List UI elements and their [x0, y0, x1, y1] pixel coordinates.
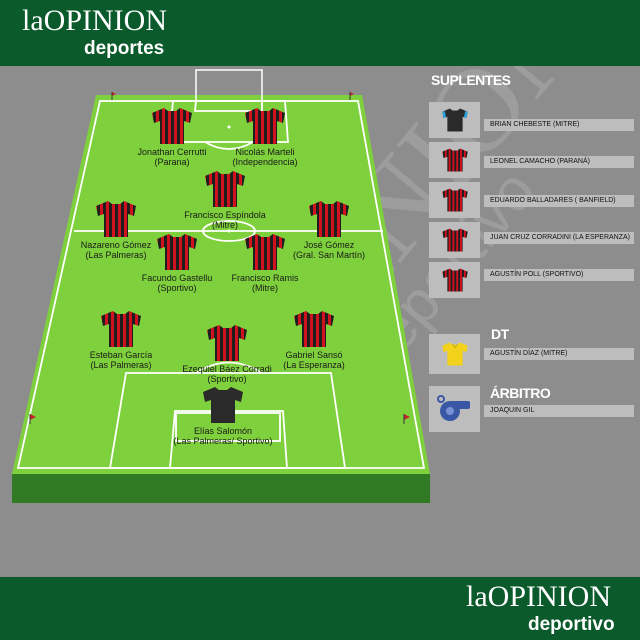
- yellow-shirt-icon: [442, 342, 468, 366]
- player-card: Francisco Ramis (Mitre): [200, 233, 330, 293]
- player-club: (Las Palmeras/ Sportivo): [173, 436, 273, 446]
- player-club: (Las Palmeras): [85, 250, 147, 260]
- striped-shirt-icon: [442, 268, 468, 292]
- footer-bar: [0, 577, 640, 640]
- striped-shirt-icon: [245, 234, 285, 270]
- dt-label: AGUSTÍN DÍAZ (MITRE): [484, 348, 634, 360]
- player-name: Esteban García: [89, 350, 153, 360]
- footer-section: deportivo: [528, 614, 615, 635]
- striped-shirt-icon: [245, 108, 285, 144]
- player-card: Ezequiel Báez Corradi (Sportivo): [162, 324, 292, 384]
- striped-shirt-icon: [96, 201, 136, 237]
- footer-brand-la: la: [466, 580, 488, 613]
- player-club: (La Esperanza): [283, 360, 345, 370]
- suplentes-title: SUPLENTES: [431, 72, 511, 88]
- player-name: Ezequiel Báez Corradi: [182, 364, 272, 374]
- footer-logo: laOPINION deportivo: [466, 580, 615, 636]
- player-name: Elías Salomón: [193, 426, 253, 436]
- player-card: Esteban García (Las Palmeras): [56, 310, 186, 370]
- dt-title: DT: [491, 326, 509, 342]
- player-name: Nazareno Gómez: [80, 240, 152, 250]
- striped-shirt-icon: [442, 148, 468, 172]
- player-card: José Gómez (Gral. San Martín): [264, 200, 394, 260]
- striped-shirt-icon: [309, 201, 349, 237]
- player-name: Jonathan Cerrutti: [137, 147, 207, 157]
- player-club: (Mitre): [252, 283, 278, 293]
- player-name: Nicolás Marteli: [235, 147, 295, 157]
- player-card: Francisco Espíndola (Mitre): [160, 170, 290, 230]
- suplente-shirt-box: [429, 222, 480, 258]
- arbitro-label: JOAQUIN GIL: [484, 405, 634, 417]
- dt-shirt-box: [429, 334, 480, 374]
- arbitro-icon-box: [429, 386, 480, 432]
- header-brand-la: la: [22, 4, 44, 37]
- suplente-shirt-box: [429, 182, 480, 218]
- suplente-label: LEONEL CAMACHO (PARANÁ): [484, 156, 634, 168]
- striped-shirt-icon: [442, 188, 468, 212]
- striped-shirt-icon: [294, 311, 334, 347]
- footer-brand-opinion: OPINION: [487, 580, 611, 613]
- suplente-shirt-box: [429, 102, 480, 138]
- player-name: Gabriel Sansó: [285, 350, 343, 360]
- suplente-label: EDUARDO BALLADARES ( BANFIELD): [484, 195, 634, 207]
- player-club: (Gral. San Martín): [292, 250, 366, 260]
- player-name: Francisco Espíndola: [184, 210, 266, 220]
- suplente-label: JUAN CRUZ CORRADINI (LA ESPERANZA): [484, 232, 634, 244]
- striped-shirt-icon: [205, 171, 245, 207]
- header-logo: laOPINION deportes: [22, 4, 167, 60]
- suplente-label: BRIAN CHEBESTE (MITRE): [484, 119, 634, 131]
- suplente-shirt-box: [429, 142, 480, 178]
- whistle-icon: [437, 395, 470, 421]
- header-section: deportes: [84, 38, 165, 59]
- player-club: (Las Palmeras): [90, 360, 152, 370]
- player-club: (Mitre): [212, 220, 238, 230]
- suplente-shirt-box: [429, 262, 480, 298]
- striped-shirt-icon: [207, 325, 247, 361]
- player-club: (Sportivo): [207, 374, 247, 384]
- suplente-label: AGUSTÍN POLL (SPORTIVO): [484, 269, 634, 281]
- player-name: Francisco Ramis: [231, 273, 299, 283]
- player-card: Jonathan Cerrutti (Parana): [107, 107, 237, 167]
- player-club: (Parana): [154, 157, 190, 167]
- player-club: (Sportivo): [157, 283, 197, 293]
- striped-shirt-icon: [442, 228, 468, 252]
- player-card-goalkeeper: Elías Salomón (Las Palmeras/ Sportivo): [158, 386, 288, 446]
- player-card: Nazareno Gómez (Las Palmeras): [51, 200, 181, 260]
- striped-shirt-icon: [157, 234, 197, 270]
- player-club: (Independencia): [232, 157, 298, 167]
- player-name: Facundo Gastellu: [141, 273, 213, 283]
- striped-shirt-icon: [101, 311, 141, 347]
- player-card: Facundo Gastellu (Sportivo): [112, 233, 242, 293]
- player-card: Gabriel Sansó (La Esperanza): [249, 310, 379, 370]
- arbitro-title: ÁRBITRO: [490, 385, 551, 401]
- goalkeeper-shirt-icon: [442, 108, 468, 132]
- player-name: José Gómez: [303, 240, 355, 250]
- striped-shirt-icon: [152, 108, 192, 144]
- goalkeeper-shirt-icon: [203, 387, 243, 423]
- header-bar: laOPINION deportes: [0, 0, 640, 66]
- header-brand-opinion: OPINION: [43, 4, 167, 37]
- player-card: Nicolás Marteli (Independencia): [200, 107, 330, 167]
